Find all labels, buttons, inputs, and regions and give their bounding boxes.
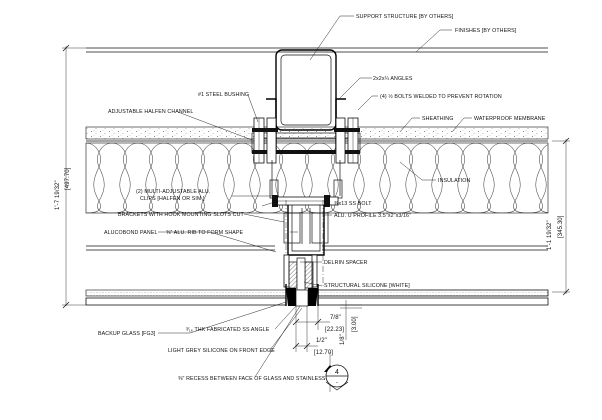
label-ss-bolt: ⅜x13 SS BOLT bbox=[334, 201, 372, 207]
sheathing-layer bbox=[85, 126, 549, 142]
label-angles: 2x2x¼ ANGLES bbox=[373, 76, 413, 82]
dimension-left: 1'-7 19/32" [497.70] bbox=[55, 44, 86, 309]
label-clips-1: (2) MULTI-ADJUSTABLE ALU. bbox=[136, 189, 210, 195]
label-alu-rib: ⅜" ALU. RIB TO FORM SHAPE bbox=[166, 230, 244, 236]
dim-12-70: [12.70] bbox=[314, 350, 333, 356]
bolt-right-inner bbox=[334, 117, 347, 164]
bolt-left bbox=[252, 117, 266, 164]
label-halfen-channel: ADJUSTABLE HALFEN CHANNEL bbox=[108, 109, 193, 115]
dim-right-metric: [345.30] bbox=[558, 215, 564, 238]
dim-1-2: 1/2" bbox=[316, 338, 327, 344]
dim-left-imperial: 1'-7 19/32" bbox=[55, 180, 61, 210]
dim-3-00: [3.00] bbox=[352, 316, 358, 332]
dim-1-8: 1/8" bbox=[340, 334, 346, 345]
label-light-grey: LIGHT GREY SILICONE ON FRONT EDGE bbox=[168, 348, 275, 354]
ss-bolt bbox=[272, 195, 339, 207]
dim-left-metric: [497.70] bbox=[65, 167, 71, 190]
label-membrane: WATERPROOF MEMBRANE bbox=[474, 116, 546, 122]
bolt-left-inner bbox=[265, 117, 278, 164]
label-recess: ⅜" RECESS BETWEEN FACE OF GLASS AND STAI… bbox=[178, 376, 326, 382]
label-insulation: INSULATION bbox=[438, 178, 470, 184]
alucobond-panel bbox=[86, 245, 548, 251]
dimension-right: 1'-1 19/32" [345.30] bbox=[547, 137, 570, 296]
support-structure-tube bbox=[275, 49, 337, 131]
dim-right-imperial: 1'-1 19/32" bbox=[547, 220, 553, 250]
bolt-right bbox=[346, 117, 360, 164]
label-clips-2: CLIPS [HALFEN OR SIM.] bbox=[140, 196, 205, 202]
dim-7-8: 7/8" bbox=[330, 315, 341, 321]
mounting-assembly bbox=[251, 98, 361, 307]
label-bolts-welded: (4) ½ BOLTS WELDED TO PREVENT ROTATION bbox=[380, 93, 502, 100]
label-sheathing: SHEATHING bbox=[422, 116, 453, 122]
section-tag-sheet: - bbox=[336, 380, 338, 386]
section-tag: 4 - bbox=[324, 352, 349, 392]
label-brackets: BRACKETS WITH HOOK MOUNTING SLOTS CUT bbox=[118, 212, 244, 218]
label-backup-glass: BACKUP GLASS [FG3] bbox=[98, 331, 156, 337]
annotations: SUPPORT STRUCTURE [BY OTHERS] FINISHES [… bbox=[98, 14, 546, 382]
finishes-layer bbox=[86, 47, 548, 53]
label-finishes: FINISHES [BY OTHERS] bbox=[455, 28, 517, 34]
label-delrin: DELRIN SPACER bbox=[324, 260, 368, 266]
label-silicone: STRUCTURAL SILICONE [WHITE] bbox=[324, 283, 410, 289]
dim-22-23: [22.23] bbox=[325, 327, 344, 333]
leader-lines bbox=[158, 15, 472, 378]
label-ss-angle: ³⁄₁₆ THK FABRICATED SS ANGLE bbox=[186, 327, 270, 333]
label-alucobond: ALUCOBOND PANEL bbox=[104, 230, 158, 236]
label-support-structure: SUPPORT STRUCTURE [BY OTHERS] bbox=[356, 14, 454, 20]
label-u-profile: ALU. U PROFILE 3.5"x2"x3/16" bbox=[334, 213, 411, 219]
label-steel-bushing: #1 STEEL BUSHING bbox=[198, 92, 249, 98]
section-tag-number: 4 bbox=[335, 369, 339, 376]
dimension-glass-details: 7/8" [22.23] 1/2" [12.70] 1/8" [3.00] bbox=[292, 300, 362, 356]
